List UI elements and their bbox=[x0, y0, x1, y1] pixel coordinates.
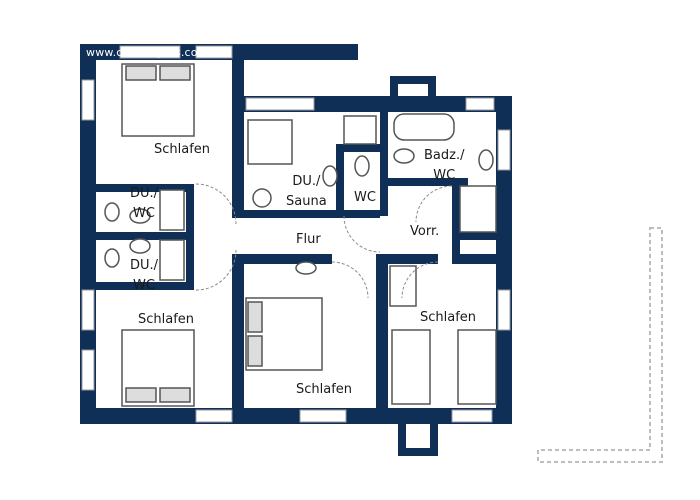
window bbox=[299, 409, 347, 423]
shower-tray bbox=[159, 239, 185, 281]
window bbox=[195, 409, 233, 423]
wc-wall-top bbox=[336, 144, 386, 152]
window bbox=[245, 97, 315, 111]
window bbox=[451, 409, 493, 423]
room-label-shower-sauna: DU./ Sauna bbox=[286, 172, 327, 212]
bottom-bay-bottom bbox=[398, 448, 438, 456]
room-label-line: DU./ bbox=[130, 186, 159, 201]
fixtures bbox=[104, 63, 497, 407]
bottom-bay-left bbox=[398, 420, 406, 456]
bath-wall-h bbox=[388, 178, 468, 186]
left-bath-jamb-1 bbox=[186, 184, 194, 290]
room-label-bedroom-center: Schlafen bbox=[296, 382, 353, 397]
left-bath-wall-top bbox=[80, 184, 194, 192]
inner-vertical-wall-1 bbox=[232, 60, 244, 216]
hall-wall-h-left bbox=[232, 254, 332, 264]
bottom-bay-right bbox=[430, 420, 438, 456]
toilet bbox=[354, 155, 370, 177]
room-label-bedroom-right: Schlafen bbox=[420, 310, 477, 325]
window bbox=[195, 45, 233, 59]
window bbox=[497, 289, 511, 331]
website-watermark: www.chaletsplus.com bbox=[86, 46, 209, 59]
room-label-line: WC bbox=[133, 206, 155, 221]
hall-wall-h-right2 bbox=[452, 254, 512, 264]
room-label-bedroom-top-left: Schlafen bbox=[154, 142, 211, 157]
pillow bbox=[125, 387, 157, 403]
door-swing bbox=[195, 249, 237, 291]
door-swing bbox=[415, 185, 453, 223]
pillow bbox=[159, 387, 191, 403]
window bbox=[465, 97, 495, 111]
window bbox=[81, 349, 95, 391]
windows bbox=[81, 45, 511, 423]
inner-vertical-wall-2 bbox=[232, 256, 244, 416]
room-label-shower-wc-lower: DU./ WC bbox=[130, 256, 158, 296]
staircase bbox=[459, 185, 497, 233]
toilet bbox=[478, 149, 494, 171]
room-label-line: Sauna bbox=[286, 194, 327, 209]
hall-wall-h-right bbox=[376, 254, 438, 264]
door-swing bbox=[331, 261, 369, 299]
wc-wall-vertical bbox=[380, 112, 388, 216]
sink bbox=[393, 148, 415, 164]
bottom-wall bbox=[80, 408, 508, 424]
walls bbox=[80, 44, 512, 456]
left-bath-wall-bot bbox=[80, 282, 194, 290]
top-bay-wall bbox=[390, 76, 436, 84]
wardrobe bbox=[389, 265, 417, 307]
bathtub bbox=[393, 113, 455, 141]
single-bed bbox=[391, 329, 431, 405]
room-label-line: WC bbox=[133, 278, 155, 293]
window bbox=[81, 289, 95, 331]
room-label-line: DU./ bbox=[130, 258, 159, 273]
shower-tray bbox=[159, 189, 185, 231]
shower-tray bbox=[343, 115, 377, 145]
window bbox=[497, 129, 511, 171]
top-bay-right bbox=[428, 76, 436, 104]
room-label-hall: Flur bbox=[296, 232, 321, 247]
room-label-line: DU./ bbox=[292, 174, 321, 189]
top-bay-left bbox=[390, 76, 398, 104]
sink bbox=[129, 238, 151, 254]
room-label-shower-wc-upper: DU./ WC bbox=[130, 184, 158, 224]
pillow bbox=[247, 335, 263, 367]
sauna-wall-vertical bbox=[336, 144, 344, 216]
door-swings bbox=[195, 183, 453, 299]
single-bed bbox=[457, 329, 497, 405]
toilet bbox=[104, 248, 120, 268]
pillow bbox=[125, 65, 157, 81]
toilet bbox=[104, 202, 120, 222]
window bbox=[81, 79, 95, 121]
toilet bbox=[322, 165, 338, 187]
sink bbox=[252, 188, 272, 208]
pillow bbox=[247, 301, 263, 333]
room-label-entrance: Vorr. bbox=[410, 224, 440, 239]
door-swing bbox=[401, 261, 439, 299]
room-label-bathroom: Badz./ WC bbox=[424, 146, 464, 186]
inner-vertical-wall-3 bbox=[376, 256, 388, 416]
bath-wall-v bbox=[452, 178, 460, 262]
door-swing bbox=[195, 183, 237, 225]
room-label-bedroom-bottom-left: Schlafen bbox=[138, 312, 195, 327]
door-swing bbox=[343, 215, 381, 253]
sink bbox=[129, 208, 151, 224]
pillow bbox=[159, 65, 191, 81]
sink bbox=[295, 261, 317, 275]
terrace-outline bbox=[537, 227, 663, 463]
room-label-wc: WC bbox=[354, 190, 376, 205]
sauna-cabin bbox=[247, 119, 293, 165]
stair-wall bbox=[460, 232, 500, 240]
window bbox=[119, 45, 181, 59]
room-label-line: WC bbox=[433, 168, 456, 183]
room-label-line: Badz./ bbox=[424, 148, 465, 163]
sauna-wall-bottom bbox=[232, 210, 380, 218]
left-bath-wall-mid bbox=[80, 232, 194, 240]
